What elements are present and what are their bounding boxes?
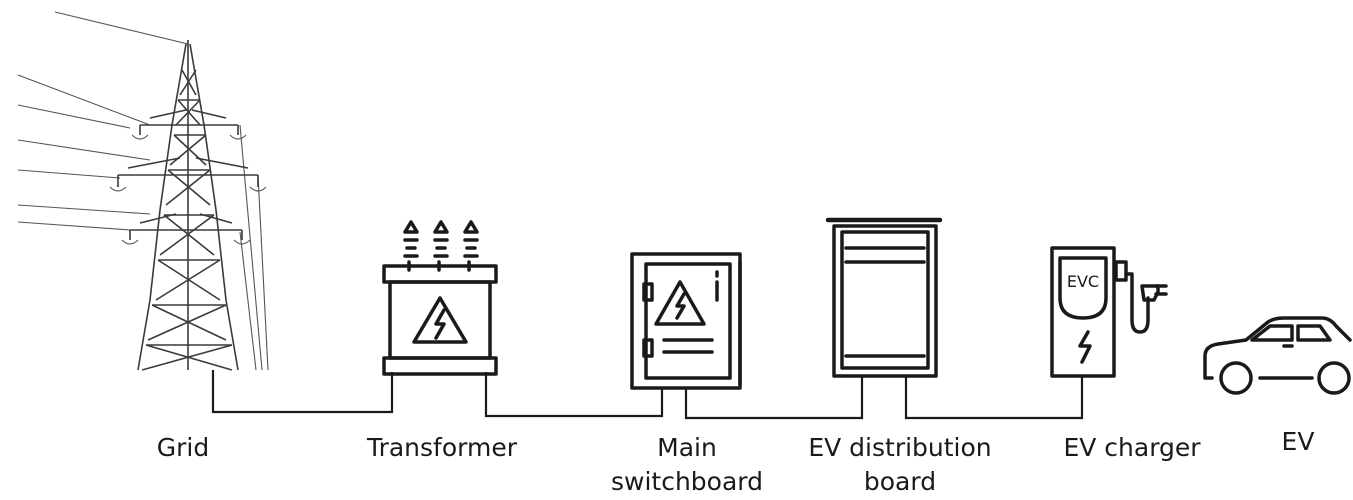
label-main-switchboard-line1: Main [657,433,717,462]
label-ev: EV [1282,427,1315,456]
ev-charger-icon: EVC [1050,246,1168,378]
connection-lines [211,370,1084,420]
wire-distribution-charger [904,376,1084,420]
label-grid: Grid [157,433,209,462]
label-transformer: Transformer [366,433,518,462]
distribution-cabinet-icon [825,217,943,378]
label-ev-distribution-line1: EV distribution [808,433,991,462]
wire-transformer-switchboard [484,372,664,418]
transformer-icon [382,220,498,376]
wire-switchboard-distribution [684,376,864,420]
label-main-switchboard-line2: switchboard [611,467,763,496]
label-ev-charger: EV charger [1063,433,1201,462]
switchboard-cabinet-icon [630,252,742,390]
charger-screen-text: EVC [1067,272,1099,291]
wire-grid-transformer [211,370,394,414]
label-ev-distribution-line2: board [864,467,936,496]
transmission-tower-icon [17,11,269,371]
car-icon [1203,316,1352,395]
